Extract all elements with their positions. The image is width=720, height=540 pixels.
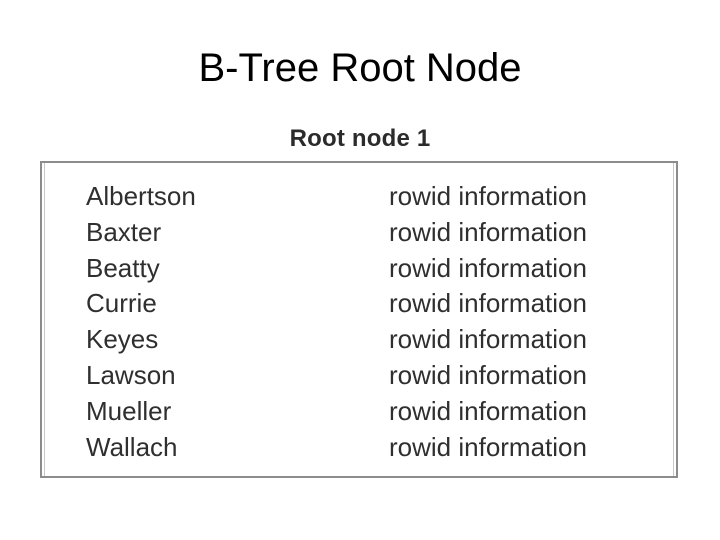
entry-rowid: rowid information (389, 431, 587, 462)
node-entry: Currie rowid information (42, 286, 676, 322)
entry-key: Albertson (86, 181, 196, 211)
node-entry: Keyes rowid information (42, 322, 676, 358)
entry-key: Baxter (86, 216, 162, 247)
entry-list: Albertson rowid information Baxter rowid… (42, 179, 676, 465)
entry-rowid: rowid information (389, 324, 587, 355)
entry-rowid: rowid information (389, 216, 587, 247)
entry-rowid: rowid information (389, 359, 587, 390)
entry-key: Wallach (86, 431, 178, 462)
root-node-box: Albertson rowid information Baxter rowid… (40, 161, 678, 478)
node-entry: Wallach rowid information (42, 430, 676, 466)
entry-rowid: rowid information (389, 288, 587, 319)
slide-title: B-Tree Root Node (198, 46, 522, 90)
entry-key: Mueller (86, 395, 172, 426)
root-node-caption: Root node 1 (289, 125, 431, 152)
entry-key: Currie (86, 288, 157, 319)
entry-rowid: rowid information (389, 181, 587, 211)
entry-key: Lawson (86, 359, 176, 390)
node-entry: Baxter rowid information (42, 215, 676, 251)
entry-key: Keyes (86, 324, 159, 355)
entry-key: Beatty (86, 252, 160, 283)
node-entry: Albertson rowid information (42, 179, 676, 215)
entry-rowid: rowid information (389, 395, 587, 426)
node-entry: Mueller rowid information (42, 394, 676, 430)
node-entry: Beatty rowid information (42, 251, 676, 287)
node-entry: Lawson rowid information (42, 358, 676, 394)
entry-rowid: rowid information (389, 252, 587, 283)
